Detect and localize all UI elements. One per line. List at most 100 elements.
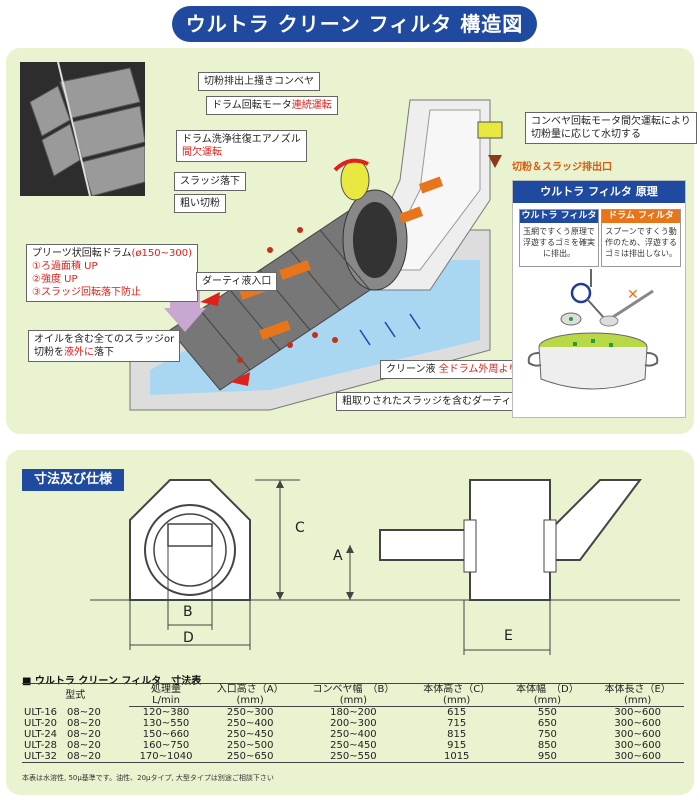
cell-length: 300~600 bbox=[614, 718, 661, 729]
cell-conveyor: 250~550 bbox=[296, 751, 410, 763]
table-row: ULT-16 08~20 120~380 250~300 180~200 615… bbox=[22, 707, 684, 719]
col-width: 本体幅 （D） bbox=[503, 683, 592, 695]
principle-drum-box: ドラム フィルタ スプーンですくう動作のため、浮遊するゴミは排出しない。 bbox=[601, 209, 681, 267]
cell-length: 300~600 bbox=[614, 740, 661, 751]
principle-drum-text: スプーンですくう動作のため、浮遊するゴミは排出しない。 bbox=[605, 227, 677, 258]
table-title: ■ ウルトラ クリーン フィルタ 寸法表 bbox=[22, 676, 202, 687]
page-title: ウルトラ クリーン フィルタ 構造図 bbox=[172, 6, 537, 42]
principle-ultra-tag: ウルトラ フィルタ bbox=[520, 210, 598, 223]
col-inlet-unit: (mm) bbox=[203, 695, 297, 707]
spec-section-title: 寸法及び仕様 bbox=[22, 469, 124, 491]
cell-height: 915 bbox=[447, 740, 467, 751]
cell-width: 850 bbox=[537, 740, 557, 751]
cell-capacity: 150~660 bbox=[142, 729, 190, 740]
nozzle-mode: 間欠運転 bbox=[182, 147, 222, 158]
callout-coarse-dirty: 粗取りされたスラッジを含むダーティ液 bbox=[336, 392, 528, 411]
cell-conveyor: 250~400 bbox=[330, 729, 377, 740]
principle-title: ウルトラ フィルタ 原理 bbox=[513, 181, 685, 203]
cell-conveyor: 200~300 bbox=[330, 718, 377, 729]
cell-inlet: 250~400 bbox=[226, 718, 274, 729]
cell-length: 300~600 bbox=[614, 707, 661, 718]
callout-oil: オイルを含む全てのスラッジor 切粉を液外に落下 bbox=[28, 330, 181, 362]
dim-label-b: B bbox=[183, 604, 193, 620]
principle-box: ウルトラ フィルタ 原理 ウルトラ フィルタ 玉網ですくう原理で浮遊するゴミを確… bbox=[512, 180, 686, 418]
cell-capacity: 170~1040 bbox=[128, 751, 204, 763]
oil-line2b: 液外に bbox=[64, 347, 94, 358]
principle-pot-illustration: ✕ bbox=[527, 269, 659, 390]
table-row: ULT-24 08~20 150~660 250~450 250~400 815… bbox=[22, 729, 684, 740]
callout-clean-liquid: クリーン液 全ドラム外周より bbox=[380, 360, 525, 379]
cell-inlet: 250~450 bbox=[226, 729, 274, 740]
cell-conveyor: 180~200 bbox=[330, 707, 377, 718]
table-row: ULT-28 08~20 160~750 250~500 250~450 915… bbox=[22, 740, 684, 751]
cell-height: 615 bbox=[447, 707, 467, 718]
principle-ultra-text: 玉網ですくう原理で浮遊するゴミを確実に排出。 bbox=[523, 227, 595, 258]
col-inlet: 入口高さ（A） bbox=[203, 683, 297, 695]
principle-drum-tag: ドラム フィルタ bbox=[602, 210, 680, 223]
table-footnote: 本表は水溶性, 50μ基準です。油性、20μタイプ, 大型タイプは別途ご相談下さ… bbox=[22, 774, 274, 782]
cell-model: ULT-24 08~20 bbox=[24, 729, 101, 740]
clean-liquid-source: 全ドラム外周より bbox=[438, 364, 519, 375]
cell-width: 950 bbox=[503, 751, 592, 763]
cell-width: 750 bbox=[537, 729, 557, 740]
col-capacity-unit: L/min bbox=[128, 695, 204, 707]
cell-height: 815 bbox=[447, 729, 467, 740]
callout-pleats: プリーツ状回転ドラム(ø150~300) ①ろ過面積 UP ②強度 UP ③スラ… bbox=[26, 244, 198, 302]
col-model: 型式 bbox=[22, 683, 129, 707]
pleats-point-3: ③スラッジ回転落下防止 bbox=[32, 287, 141, 298]
oil-line1: オイルを含む全てのスラッジor bbox=[34, 334, 175, 345]
col-length-unit: (mm) bbox=[591, 695, 684, 707]
cell-capacity: 160~750 bbox=[142, 740, 190, 751]
svg-text:✕: ✕ bbox=[627, 287, 639, 303]
oil-line2a: 切粉を bbox=[34, 347, 64, 358]
table-row: ULT-20 08~20 130~550 250~400 200~300 715… bbox=[22, 718, 684, 729]
callout-drum-motor: ドラム回転モータ連続運転 bbox=[206, 96, 338, 115]
drum-motor-mode: 連続運転 bbox=[291, 100, 332, 111]
col-conveyor-unit: (mm) bbox=[296, 695, 410, 707]
cell-capacity: 120~380 bbox=[142, 707, 190, 718]
cell-model: ULT-28 08~20 bbox=[24, 740, 101, 751]
drum-photo bbox=[20, 62, 145, 196]
col-length: 本体長さ（E） bbox=[591, 683, 684, 695]
drum-motor-label: ドラム回転モータ bbox=[212, 100, 292, 111]
cell-height: 1015 bbox=[409, 751, 504, 763]
cell-width: 650 bbox=[537, 718, 557, 729]
dim-label-d: D bbox=[183, 630, 194, 646]
col-width-unit: (mm) bbox=[503, 695, 592, 707]
callout-conveyor: 切粉排出上掻きコンベヤ bbox=[198, 72, 320, 91]
cell-height: 715 bbox=[447, 718, 467, 729]
cell-model: ULT-32 08~20 bbox=[22, 751, 129, 763]
cell-inlet: 250~500 bbox=[226, 740, 274, 751]
conveyor-motor-line2: 切粉量に応じて水切する bbox=[531, 129, 641, 140]
cell-inlet: 250~650 bbox=[203, 751, 297, 763]
dim-label-a: A bbox=[333, 548, 343, 564]
cell-capacity: 130~550 bbox=[142, 718, 190, 729]
callout-dirty-inlet: ダーティ液入口 bbox=[196, 272, 278, 291]
pleats-size: (ø150~300) bbox=[131, 248, 192, 259]
callout-coarse-chips: 粗い切粉 bbox=[174, 194, 226, 213]
pleats-point-2: ②強度 UP bbox=[32, 274, 78, 285]
dim-label-c: C bbox=[295, 520, 305, 536]
cell-model: ULT-20 08~20 bbox=[24, 718, 101, 729]
cell-width: 550 bbox=[537, 707, 557, 718]
cell-length: 300~600 bbox=[591, 751, 684, 763]
conveyor-motor-line1: コンベヤ回転モータ間欠運転により bbox=[531, 116, 691, 127]
col-capacity: 処理量 bbox=[128, 683, 204, 695]
pleats-title: プリーツ状回転ドラム bbox=[32, 248, 132, 259]
cell-model: ULT-16 08~20 bbox=[24, 706, 101, 718]
dimension-drawing bbox=[90, 479, 680, 655]
oil-line2c: 落下 bbox=[94, 347, 114, 358]
clean-liquid-label: クリーン液 bbox=[386, 364, 436, 375]
cell-length: 300~600 bbox=[614, 729, 661, 740]
nozzle-label: ドラム洗浄往復エアノズル bbox=[182, 134, 301, 145]
col-conveyor: コンベヤ幅 （B） bbox=[296, 683, 410, 695]
cell-conveyor: 250~450 bbox=[330, 740, 377, 751]
dim-label-e: E bbox=[504, 628, 513, 644]
principle-ultra-box: ウルトラ フィルタ 玉網ですくう原理で浮遊するゴミを確実に排出。 bbox=[519, 209, 599, 267]
chip-outlet-label: 切粉＆スラッジ排出口 bbox=[512, 162, 612, 173]
col-height-unit: (mm) bbox=[409, 695, 504, 707]
table-row: ULT-32 08~20 170~1040 250~650 250~550 10… bbox=[22, 751, 684, 763]
callout-nozzle: ドラム洗浄往復エアノズル 間欠運転 bbox=[176, 130, 307, 162]
col-height: 本体高さ（C） bbox=[409, 683, 504, 695]
spec-table: 型式 処理量 入口高さ（A） コンベヤ幅 （B） 本体高さ（C） 本体幅 （D）… bbox=[22, 683, 684, 763]
